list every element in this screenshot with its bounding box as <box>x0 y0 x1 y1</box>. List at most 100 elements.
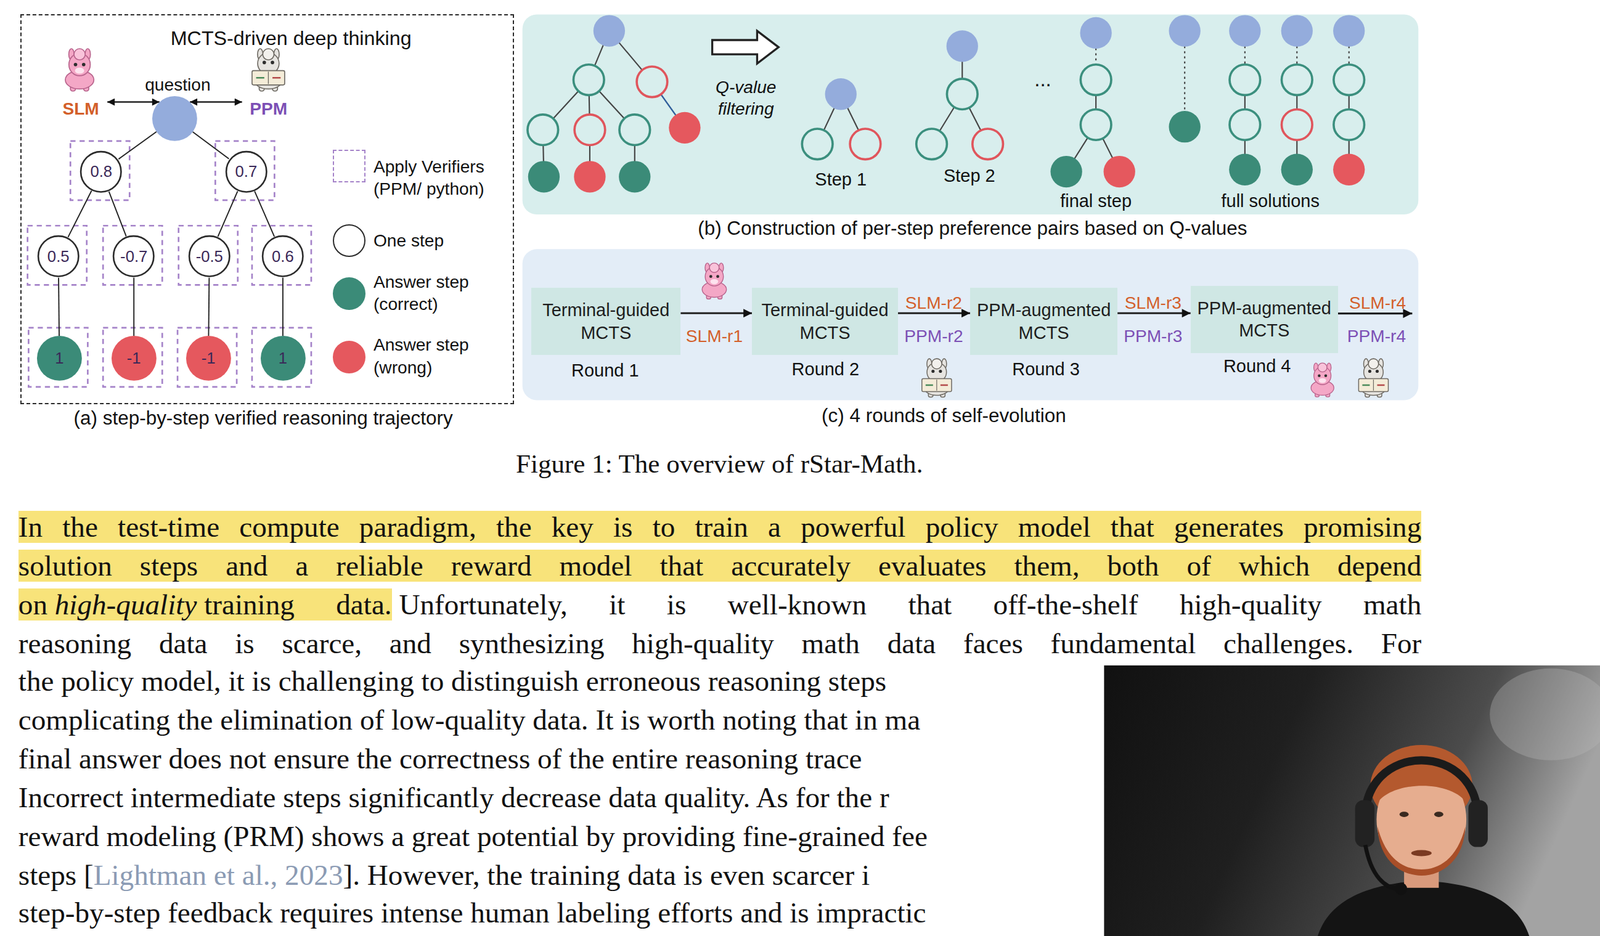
q-value: -0.5 <box>195 246 224 267</box>
step-ring <box>1229 109 1261 141</box>
verifier-box <box>178 225 238 285</box>
round-box: PPM-augmented MCTS <box>970 287 1118 356</box>
paper-text: solution steps and a reliable reward mod… <box>18 549 1422 582</box>
paper-line: Incorrect intermediate steps significant… <box>18 778 890 818</box>
answer-dot <box>1103 155 1136 188</box>
paper-text: ]. However, the training data is even sc… <box>342 859 870 892</box>
step-ring <box>527 114 559 146</box>
verifier-box <box>70 141 130 201</box>
figure-caption: Figure 1: The overview of rStar-Math. <box>515 447 923 481</box>
step-node: 0.6 <box>261 234 305 278</box>
paper-text: high-quality <box>54 588 205 621</box>
step-label: Step 1 <box>814 168 867 191</box>
answer-node: -1 <box>186 335 232 381</box>
text-holder: (b) Construction of per-step preference … <box>697 216 1247 241</box>
sub-caption: (a) step-by-step verified reasoning traj… <box>73 406 454 431</box>
round-box: Terminal-guided MCTS <box>751 287 898 356</box>
box-text: Terminal-guided MCTS <box>537 298 675 344</box>
text-holder: Step 2 <box>943 164 996 187</box>
step-label: Step 2 <box>943 164 996 187</box>
circle-outline <box>186 335 232 381</box>
step-ring <box>1281 109 1313 141</box>
paper-line: final answer does not ensure the correct… <box>18 739 863 779</box>
flow-arrow <box>680 312 752 315</box>
text-holder: Answer step (correct) <box>373 271 491 317</box>
edge-label: SLM-r2 <box>905 292 963 314</box>
filter-arrow <box>712 30 780 64</box>
answer-dot <box>1281 154 1313 186</box>
text-holder: Q-value filtering <box>697 76 795 120</box>
slm-llama-icon <box>65 48 94 92</box>
circle-outline <box>262 236 303 277</box>
legend-ring <box>332 224 366 258</box>
text-holder: 0.5 <box>47 246 70 267</box>
sub-caption: (b) Construction of per-step preference … <box>697 216 1247 241</box>
round-box: Terminal-guided MCTS <box>531 287 681 356</box>
circle-outline <box>260 335 306 381</box>
headphone-cup <box>1355 800 1375 847</box>
microphone-boom <box>1365 844 1398 889</box>
step-ring <box>1229 64 1261 96</box>
text-holder: question <box>144 73 211 96</box>
root-dot <box>1333 14 1365 47</box>
model-version: SLM-r4 <box>1349 292 1406 314</box>
q-value: 0.7 <box>234 161 258 182</box>
text-holder: 1 <box>54 348 64 368</box>
text-holder: PPM <box>249 98 288 121</box>
citation: Lightman et al., 2023 <box>93 859 344 892</box>
paper-text: training data. <box>204 588 392 621</box>
root-dot <box>1079 17 1112 49</box>
legend-swatch <box>332 277 366 311</box>
step-label: full solutions <box>1221 189 1320 213</box>
model-version: PPM-r4 <box>1347 326 1406 348</box>
model-name: PPM <box>249 98 288 121</box>
panel-background <box>522 14 1419 216</box>
step-ring <box>619 114 651 146</box>
paper-line: reward modeling (PRM) shows a great pote… <box>18 817 928 857</box>
circle-outline <box>189 236 230 277</box>
sub-caption: (c) 4 rounds of self-evolution <box>821 404 1067 429</box>
edge-label: SLM-r1 <box>685 326 743 348</box>
paper-text: complicating the elimination of low-qual… <box>18 703 921 736</box>
flow-arrow <box>1117 312 1191 315</box>
step-label: final step <box>1060 189 1132 213</box>
step-node: -0.5 <box>187 234 232 278</box>
q-value: 0.6 <box>271 246 294 267</box>
q-value: 1 <box>54 348 64 368</box>
answer-dot <box>618 160 651 193</box>
legend-text: Apply Verifiers (PPM/ python) <box>373 155 509 201</box>
round-box: PPM-augmented MCTS <box>1190 285 1339 354</box>
box-text: PPM-augmented MCTS <box>1196 297 1332 342</box>
root-dot <box>946 30 979 62</box>
tree-link <box>207 277 210 336</box>
text-holder: SLM <box>62 98 99 121</box>
text-holder: ... <box>1034 66 1052 92</box>
answer-dot <box>573 160 606 193</box>
paper-line: reasoning data is scarce, and synthesizi… <box>18 624 1422 664</box>
model-name: SLM <box>62 98 99 121</box>
verifier-box <box>252 225 312 285</box>
text-holder: SLM-r1 <box>685 326 743 348</box>
text-holder: PPM-augmented MCTS <box>976 298 1112 344</box>
answer-node: 1 <box>36 335 82 381</box>
legend-text: Answer step (correct) <box>373 271 491 317</box>
circle-outline <box>38 236 79 277</box>
text-holder: 1 <box>278 348 288 368</box>
text-holder: -0.7 <box>120 246 148 267</box>
answer-dot <box>668 112 701 144</box>
text-holder: PPM-r4 <box>1347 326 1406 348</box>
q-value: 0.5 <box>47 246 70 267</box>
answer-dot <box>1050 155 1082 188</box>
step-ring <box>1333 109 1365 141</box>
text-holder: Round 1 <box>571 359 640 382</box>
paper-line: complicating the elimination of low-qual… <box>18 700 921 740</box>
circle-outline <box>81 151 122 192</box>
step-ring <box>1080 64 1112 96</box>
text-holder: final step <box>1060 189 1132 213</box>
text-holder: -1 <box>126 348 142 368</box>
text-holder: Terminal-guided MCTS <box>758 298 892 344</box>
flow-arrow <box>897 312 971 315</box>
text-holder: SLM-r3 <box>1124 292 1182 314</box>
paper-line: In the test-time compute paradigm, the k… <box>18 507 1422 547</box>
text-holder: Answer step (wrong) <box>373 334 491 380</box>
